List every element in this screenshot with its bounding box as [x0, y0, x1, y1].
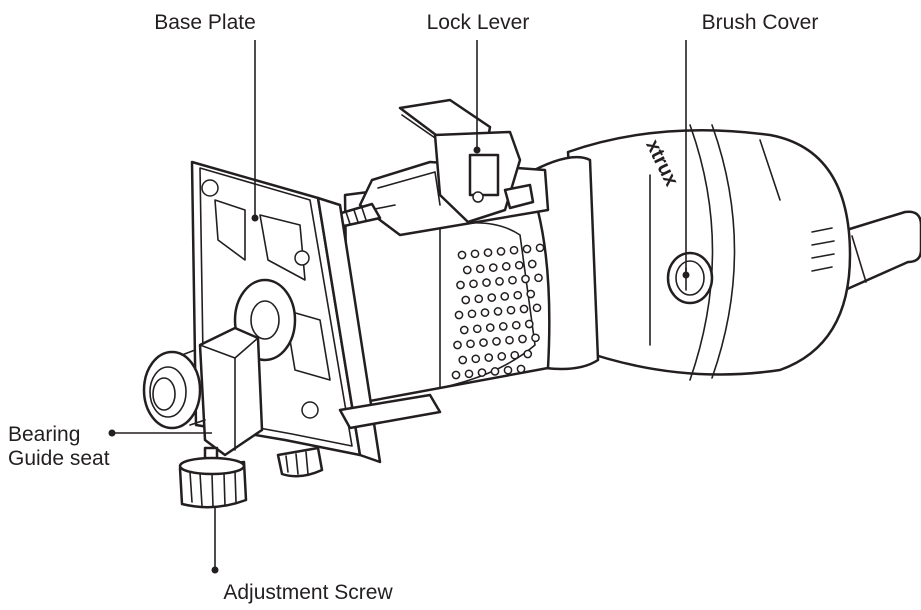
leader-base-plate: [251, 40, 259, 222]
grip-dot: [454, 310, 464, 320]
grip-dot: [534, 273, 543, 283]
leader-lock-lever: [473, 40, 481, 154]
grip-dot: [480, 308, 490, 317]
grip-dot: [513, 290, 523, 300]
grip-dot: [461, 295, 471, 305]
grip-dot: [479, 338, 488, 347]
grip-dot: [490, 367, 500, 376]
grip-dot: [496, 247, 506, 256]
motor-housing: xtrux: [566, 124, 852, 381]
grip-dot: [521, 274, 530, 284]
grip-dot: [467, 309, 477, 319]
grip-dot: [500, 292, 510, 301]
lock-lever: [398, 98, 535, 224]
grip-dot: [482, 278, 491, 287]
grip-dot: [484, 353, 494, 362]
grip-dot: [483, 248, 493, 257]
vent-grille: [811, 227, 835, 272]
label-bearing: Bearing: [8, 423, 80, 446]
grip-dot: [523, 349, 533, 359]
grip-dot: [532, 303, 542, 313]
grip-dot: [453, 340, 462, 350]
label-adjustment-screw: Adjustment Screw: [223, 581, 393, 604]
leader-adjustment-screw: [211, 508, 219, 574]
adjustment-screw: [178, 446, 248, 509]
label-lock-lever: Lock Lever: [427, 11, 530, 34]
grip-dot: [503, 365, 513, 375]
grip-dot: [458, 355, 468, 365]
grip-dot: [524, 319, 534, 329]
label-guide-seat: Guide seat: [8, 447, 110, 470]
grip-dot: [457, 250, 467, 260]
leader-bearing-guide: [108, 429, 212, 437]
grip-dot: [519, 304, 529, 314]
grip-dot: [495, 277, 504, 286]
grip-dot: [506, 305, 516, 315]
grip-dot: [508, 275, 517, 285]
bearing-guide-seat: [142, 326, 264, 457]
grip-dot: [477, 368, 487, 377]
grip-dot: [501, 262, 511, 271]
grip-dot: [487, 293, 497, 302]
grip-dot: [527, 259, 537, 269]
grip-dot: [470, 249, 480, 259]
grip-dot: [526, 289, 536, 299]
grip-dot-pattern: [451, 243, 545, 380]
grip-dot: [471, 354, 481, 364]
grip-dot: [474, 294, 484, 304]
grip-dot: [492, 337, 501, 346]
grip-dot: [505, 335, 514, 345]
grip-dot: [518, 334, 527, 344]
label-brush-cover: Brush Cover: [702, 11, 819, 34]
bottom-rail: [338, 393, 442, 430]
grip-dot: [485, 323, 495, 332]
base-plate-edge: [316, 196, 382, 464]
grip-dot: [514, 260, 524, 270]
grip-dot: [535, 243, 545, 253]
grip-dot: [464, 369, 474, 379]
grip-dot: [511, 320, 521, 330]
grip-dot: [451, 370, 461, 380]
label-base-plate: Base Plate: [154, 11, 256, 34]
grip-dot: [472, 324, 482, 334]
grip-dot: [522, 244, 532, 254]
grip-dot: [493, 307, 503, 316]
rear-knob: [276, 446, 324, 478]
brush-cover: [666, 251, 714, 305]
grip-dot: [456, 280, 465, 290]
grip-dot: [516, 364, 526, 374]
grip-dot: [459, 325, 469, 335]
grip-dot: [488, 263, 498, 272]
leader-brush-cover: [682, 40, 690, 279]
grip-dot: [498, 322, 508, 331]
grip-dot: [509, 245, 519, 255]
grip-dot: [510, 350, 520, 360]
grip-dot: [466, 339, 475, 349]
grip-dot: [497, 352, 507, 361]
grip-dot: [475, 264, 485, 274]
grip-dot: [469, 279, 478, 289]
grip-dot: [462, 265, 472, 275]
grip-dot: [531, 333, 540, 343]
power-cord: [838, 210, 921, 292]
